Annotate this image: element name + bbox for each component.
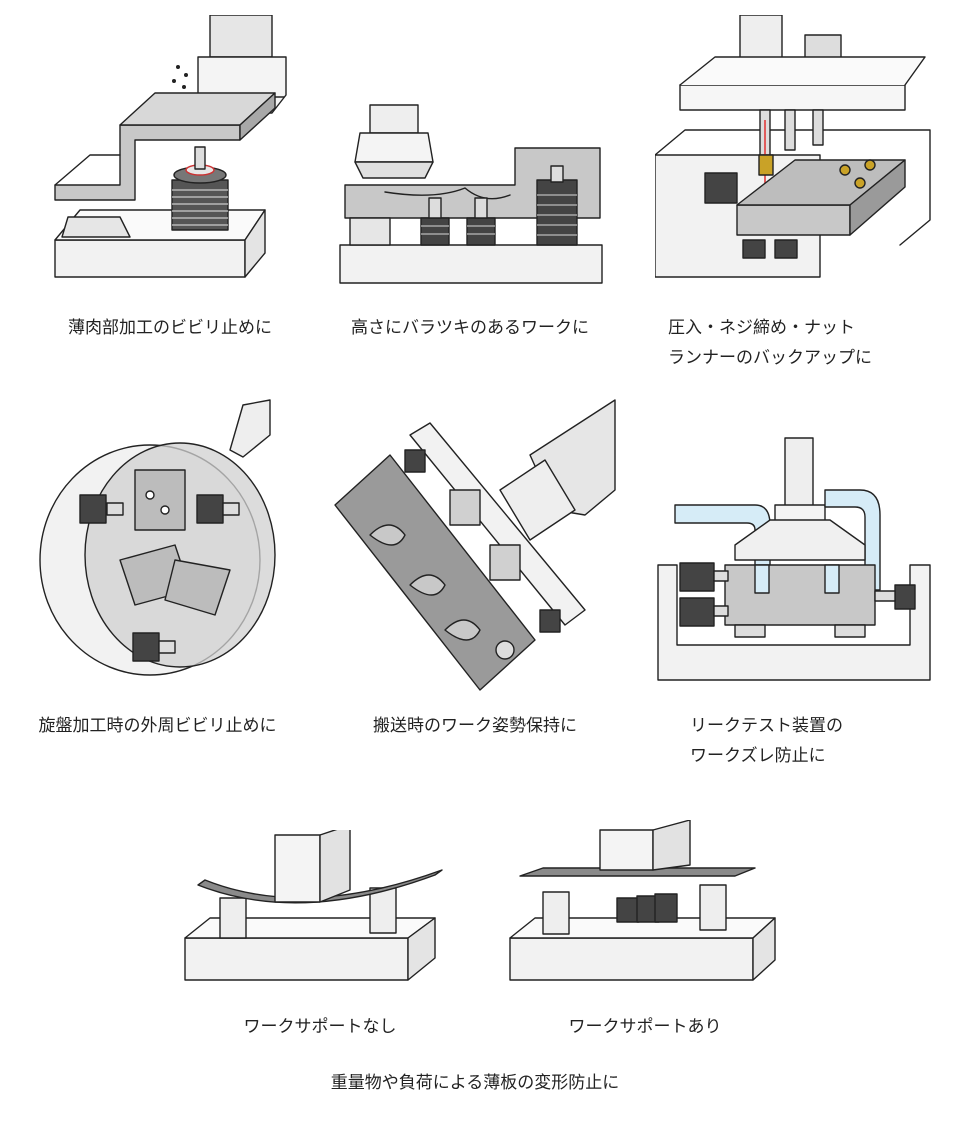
caption-leak-test: リークテスト装置の ワークズレ防止に bbox=[690, 711, 920, 771]
illustration-with-support bbox=[505, 820, 780, 985]
illustration-without-support bbox=[180, 830, 455, 985]
caption-text-line2: ランナーのバックアップに bbox=[668, 348, 872, 368]
illustration-thin-wall-machining bbox=[50, 15, 290, 285]
caption-text-line2: ワークズレ防止に bbox=[690, 746, 826, 766]
caption-varying-height: 高さにバラツキのあるワークに bbox=[320, 313, 620, 343]
caption-text-line1: 圧入・ネジ締め・ナット bbox=[668, 318, 855, 338]
caption-without-support: ワークサポートなし bbox=[220, 1012, 420, 1042]
caption-text-line1: リークテスト装置の bbox=[690, 716, 843, 736]
caption-text: 搬送時のワーク姿勢保持に bbox=[373, 716, 577, 736]
caption-text: ワークサポートなし bbox=[243, 1017, 397, 1037]
illustration-transfer-posture bbox=[330, 395, 620, 695]
caption-with-support: ワークサポートあり bbox=[545, 1012, 745, 1042]
caption-text: 旋盤加工時の外周ビビリ止めに bbox=[38, 716, 277, 736]
caption-lathe: 旋盤加工時の外周ビビリ止めに bbox=[15, 711, 300, 741]
illustration-press-fit-backup bbox=[655, 15, 935, 280]
caption-thin-wall: 薄肉部加工のビビリ止めに bbox=[45, 313, 295, 343]
illustration-varying-height-work bbox=[325, 100, 615, 285]
caption-thin-plate: 重量物や負荷による薄板の変形防止に bbox=[250, 1068, 700, 1098]
caption-text: 重量物や負荷による薄板の変形防止に bbox=[330, 1073, 620, 1093]
caption-text: 薄肉部加工のビビリ止めに bbox=[68, 318, 272, 338]
illustration-lathe-chuck bbox=[25, 395, 285, 680]
caption-text: 高さにバラツキのあるワークに bbox=[351, 318, 589, 338]
caption-transfer: 搬送時のワーク姿勢保持に bbox=[335, 711, 615, 741]
caption-press-fit: 圧入・ネジ締め・ナット ランナーのバックアップに bbox=[668, 313, 918, 373]
illustration-leak-test bbox=[655, 435, 935, 685]
caption-text: ワークサポートあり bbox=[568, 1017, 722, 1037]
